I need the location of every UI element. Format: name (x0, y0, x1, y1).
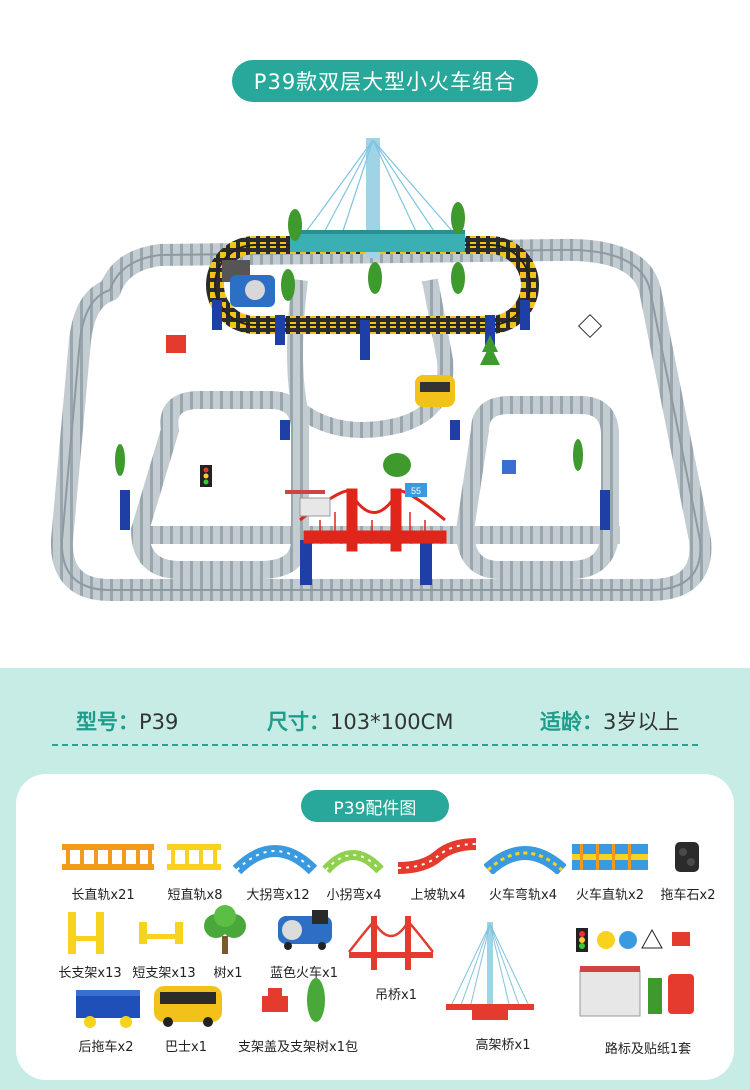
signs-set-image (576, 928, 694, 1017)
red-suspension-bridge (299, 488, 447, 552)
label-rear-wagon: 后拖车x2 (78, 1040, 134, 1055)
blue-supports (120, 300, 610, 585)
spec-model-key: 型号： (76, 710, 139, 734)
spec-size-value: 103*100CM (330, 710, 454, 734)
spec-size: 尺寸：103*100CM (267, 706, 453, 736)
track-scene-illustration: 55 (50, 138, 712, 601)
label-blue-train: 蓝色火车x1 (270, 966, 338, 981)
spec-age: 适龄：3岁以上 (540, 706, 679, 736)
spec-age-key: 适龄： (540, 710, 603, 734)
long-support-image (68, 912, 104, 954)
spec-model: 型号：P39 (76, 706, 178, 736)
big-curve-image (233, 845, 317, 874)
label-tree: 树x1 (213, 966, 243, 981)
label-caps-and-trees: 支架盖及支架树x1包 (238, 1040, 358, 1055)
spec-model-value: P39 (139, 710, 179, 734)
train-curve-image (484, 846, 566, 874)
spec-row: 型号：P39 尺寸：103*100CM 适龄：3岁以上 (0, 706, 750, 736)
left-inner-loop (130, 391, 309, 579)
label-bus: 巴士x1 (165, 1040, 207, 1055)
label-suspension-bridge: 吊桥x1 (375, 988, 417, 1003)
label-short-support: 短支架x13 (132, 966, 196, 981)
small-curve-image (322, 850, 384, 874)
short-support-image (139, 922, 183, 944)
cable-stayed-bridge (290, 138, 465, 258)
bus-image (154, 986, 222, 1027)
yellow-bus (415, 375, 455, 407)
label-slope-track: 上坡轨x4 (410, 888, 466, 903)
dashed-divider (52, 744, 698, 746)
label-train-straight: 火车直轨x2 (576, 888, 644, 903)
label-short-track: 短直轨x8 (167, 888, 223, 903)
trees (115, 202, 583, 477)
high-bridge-image (446, 922, 534, 1020)
tree-image (204, 905, 246, 954)
spec-age-value: 3岁以上 (603, 710, 680, 734)
ramp-loop (287, 278, 454, 438)
page-title: P39款双层大型小火车组合 (232, 60, 538, 102)
speed-sign-text: 55 (411, 486, 421, 496)
hero-section: P39款双层大型小火车组合 (50, 60, 712, 601)
label-long-track: 长直轨x21 (71, 888, 135, 903)
label-long-support: 长支架x13 (58, 966, 122, 981)
road-signs: 55 (166, 313, 603, 517)
train-straight-image (572, 844, 648, 870)
label-big-curve: 大拐弯x12 (246, 888, 310, 903)
rear-wagon-image (76, 990, 140, 1028)
short-track-image (167, 844, 221, 870)
label-tow-stone: 拖车石x2 (660, 888, 716, 903)
blue-train-image (278, 910, 332, 950)
blue-train (222, 260, 275, 307)
tow-stone-image (675, 842, 699, 872)
label-high-bridge: 高架桥x1 (475, 1038, 531, 1053)
suspension-bridge-image (348, 916, 434, 970)
label-signs-set: 路标及贴纸1套 (604, 1042, 692, 1057)
spec-size-key: 尺寸： (267, 710, 330, 734)
parts-title: P39配件图 (301, 790, 449, 822)
caps-and-trees-image (262, 978, 325, 1022)
label-small-curve: 小拐弯x4 (326, 888, 382, 903)
slope-track-image (397, 838, 477, 874)
long-track-image (62, 844, 154, 870)
right-inner-loop (455, 396, 619, 579)
label-train-curve: 火车弯轨x4 (489, 888, 557, 903)
